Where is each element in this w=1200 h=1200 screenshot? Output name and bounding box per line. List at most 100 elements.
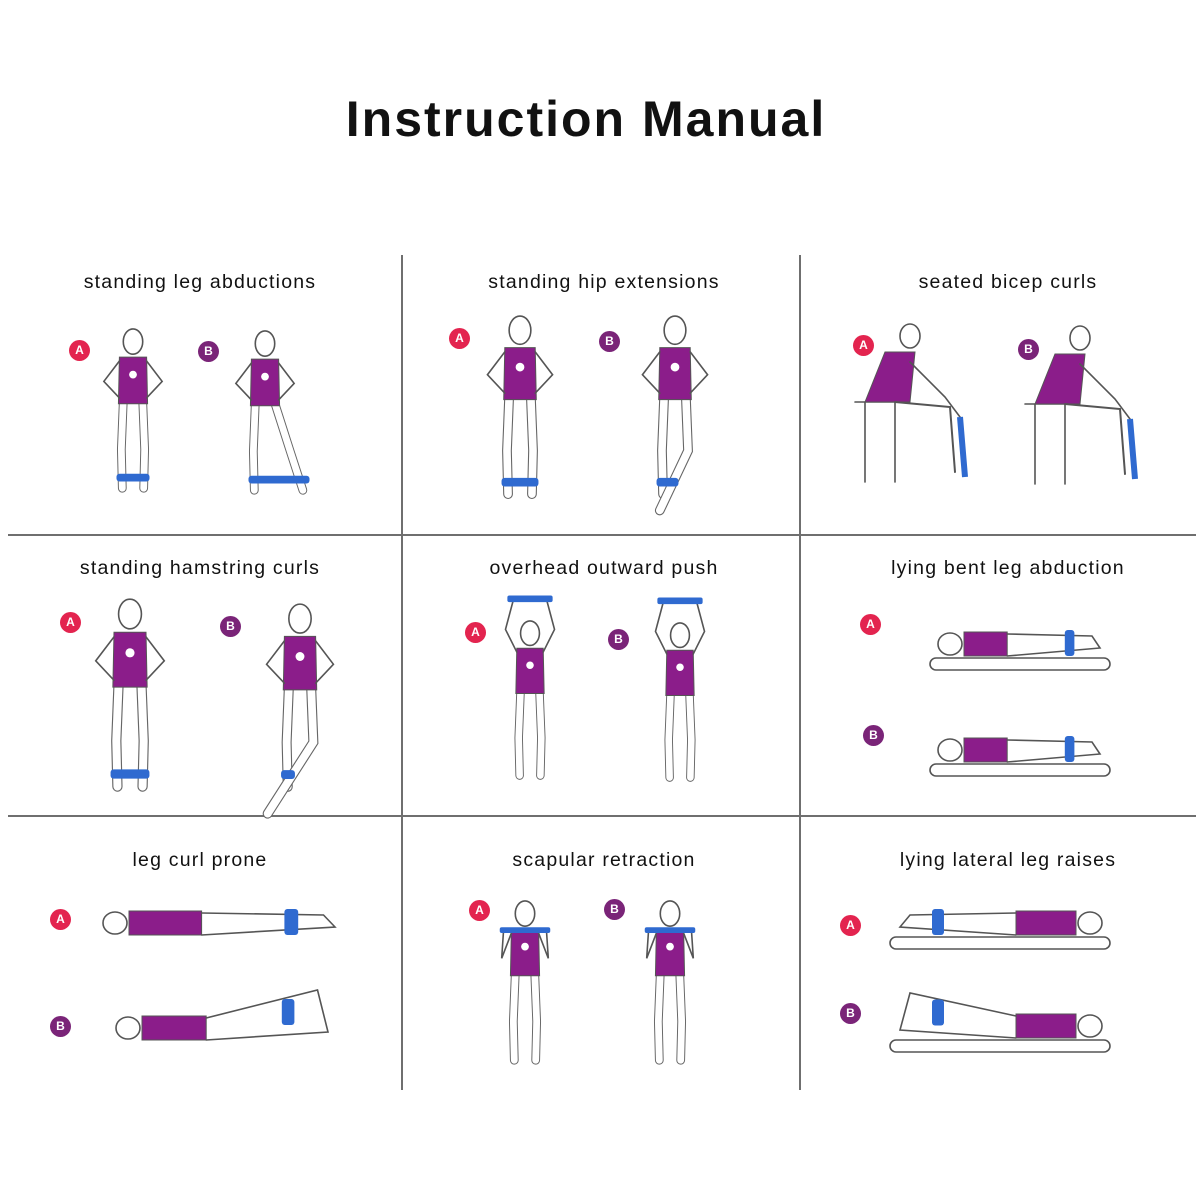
shirt xyxy=(963,737,1008,763)
shirt-logo xyxy=(521,942,529,951)
leg xyxy=(665,689,674,781)
resistance-band xyxy=(501,477,539,487)
shirt xyxy=(249,358,281,407)
step-badge-b: B xyxy=(599,331,620,352)
resistance-band xyxy=(932,999,944,1026)
arm xyxy=(641,351,661,394)
exercise-title: standing hip extensions xyxy=(488,271,720,293)
resistance-band xyxy=(1064,630,1075,656)
stool xyxy=(1024,403,1076,485)
resistance-band xyxy=(657,597,703,605)
arm xyxy=(909,361,961,418)
head xyxy=(519,620,541,647)
grid-divider-horizontal xyxy=(8,815,1196,817)
step-badge-a: A xyxy=(853,335,874,356)
arm xyxy=(145,636,166,682)
page-title: Instruction Manual xyxy=(345,91,827,147)
head xyxy=(1069,325,1091,351)
exercise-mat xyxy=(929,763,1111,777)
arm xyxy=(682,928,695,959)
resistance-band xyxy=(1127,418,1138,480)
resistance-band xyxy=(281,770,295,780)
step-badge-a: A xyxy=(840,915,861,936)
shirt xyxy=(654,928,686,977)
leg xyxy=(205,989,330,1041)
exercise-title: scapular retraction xyxy=(512,849,696,871)
resistance-band xyxy=(248,475,310,484)
step-badge-b: B xyxy=(50,1016,71,1037)
shirt xyxy=(503,347,537,401)
step-badge-a: A xyxy=(469,900,490,921)
exercise-title: lying bent leg abduction xyxy=(891,557,1125,579)
step-badge-b: B xyxy=(220,616,241,637)
head xyxy=(122,328,144,356)
leg xyxy=(263,682,318,818)
shirt-logo xyxy=(125,648,135,658)
arm xyxy=(94,636,115,682)
leg xyxy=(1006,633,1102,657)
step-badge-a: A xyxy=(60,612,81,633)
leg xyxy=(1064,403,1126,475)
resistance-band xyxy=(957,416,968,478)
leg xyxy=(898,912,1017,936)
shirt xyxy=(963,631,1008,657)
head xyxy=(254,330,276,358)
leg xyxy=(536,687,545,779)
resistance-band xyxy=(1064,736,1075,762)
leg xyxy=(200,912,337,936)
exercise-mat xyxy=(929,657,1111,671)
leg xyxy=(1006,739,1102,763)
shirt xyxy=(141,1015,207,1041)
arm xyxy=(1079,363,1131,420)
grid-divider-vertical xyxy=(799,255,801,1090)
head xyxy=(663,315,687,346)
exercise-title: standing leg abductions xyxy=(83,271,317,293)
exercise-mat xyxy=(889,936,1111,950)
arm xyxy=(486,351,506,394)
resistance-band xyxy=(656,477,679,487)
arm xyxy=(534,351,554,394)
grid-divider-horizontal xyxy=(8,534,1196,536)
shirt xyxy=(665,649,695,697)
shirt-logo xyxy=(261,372,269,381)
head xyxy=(937,632,963,656)
resistance-band xyxy=(507,595,553,603)
head xyxy=(1077,911,1103,935)
shirt xyxy=(1015,910,1077,936)
resistance-band xyxy=(932,909,944,935)
shirt xyxy=(282,635,318,691)
shirt xyxy=(658,347,692,401)
leg xyxy=(898,992,1017,1039)
leg xyxy=(515,687,524,779)
leg xyxy=(894,401,956,473)
arm xyxy=(542,600,556,653)
arm xyxy=(277,362,296,401)
head xyxy=(937,738,963,762)
leg xyxy=(676,969,686,1064)
exercise-title: leg curl prone xyxy=(132,849,268,871)
step-badge-a: A xyxy=(860,614,881,635)
step-badge-a: A xyxy=(465,622,486,643)
head xyxy=(117,598,143,630)
arm xyxy=(654,602,668,655)
head xyxy=(288,603,312,634)
head xyxy=(899,323,921,349)
step-badge-b: B xyxy=(608,629,629,650)
shirt-logo xyxy=(295,652,305,661)
shirt-logo xyxy=(515,362,525,372)
exercise-mat xyxy=(889,1039,1111,1053)
step-badge-a: A xyxy=(50,909,71,930)
exercise-title: seated bicep curls xyxy=(918,271,1098,293)
resistance-band xyxy=(116,473,150,482)
shirt xyxy=(509,928,541,977)
leg xyxy=(531,969,541,1064)
leg xyxy=(654,969,664,1064)
resistance-band xyxy=(499,927,551,934)
head xyxy=(659,900,681,928)
resistance-band xyxy=(284,909,299,935)
shirt xyxy=(1015,1013,1077,1039)
leg xyxy=(509,969,519,1064)
arm xyxy=(500,928,513,959)
arm xyxy=(265,640,286,685)
arm xyxy=(314,640,335,685)
